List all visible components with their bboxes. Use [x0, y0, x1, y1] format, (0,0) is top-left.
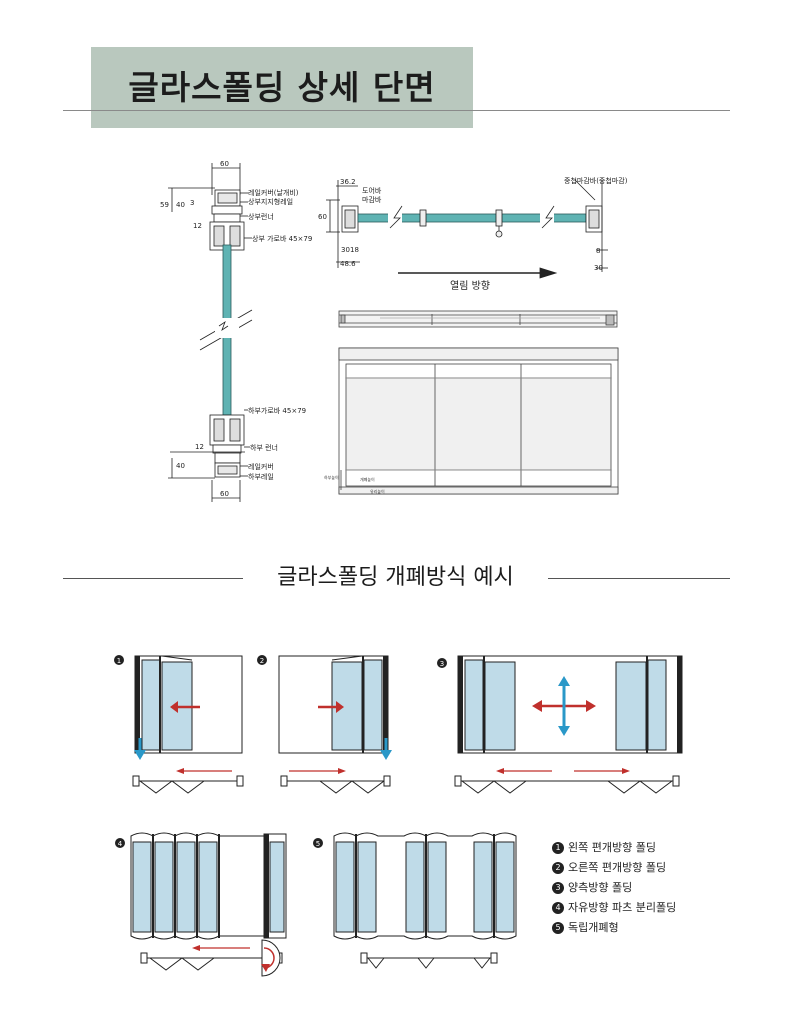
label-lower-rail: 하부레일 [248, 472, 274, 481]
section-heading: 글라스폴딩 개폐방식 예시 [63, 560, 730, 596]
legend-label: 오른쪽 편개방향 폴딩 [568, 861, 667, 874]
label-finish-right: 중첩마감바(중첩마감) [564, 176, 628, 185]
legend-number-badge: 3 [552, 882, 564, 894]
section-title: 글라스폴딩 개폐방식 예시 [277, 565, 514, 590]
dim-right-8: 8 [596, 247, 600, 255]
dim-3: 3 [190, 199, 194, 207]
dim-30: 30 [341, 246, 350, 254]
label-finish-bar: 마감바 [362, 195, 382, 204]
svg-text:4: 4 [118, 840, 123, 848]
dim-59: 59 [160, 201, 169, 209]
dim-36-2: 36.2 [340, 178, 356, 186]
svg-text:3: 3 [440, 660, 444, 668]
label-lower-runner: 하부 런너 [250, 443, 278, 452]
legend-item: 5 독립개폐형 [552, 918, 752, 938]
example-4: 4 [115, 832, 287, 977]
svg-text:5: 5 [316, 840, 320, 848]
dim-12: 12 [193, 222, 202, 230]
page-title: 글라스폴딩 상세 단면 [128, 68, 436, 107]
elevation-label-a: 개폐높이 [360, 476, 375, 482]
legend-label: 양측방향 폴딩 [568, 881, 633, 894]
label-door-bar: 도어바 [362, 186, 382, 195]
label-upper-rail: 상부지지형레일 [248, 197, 293, 206]
legend-label: 자유방향 파츠 분리폴딩 [568, 901, 677, 914]
dim-plan-60: 60 [318, 213, 327, 221]
legend-number-badge: 2 [552, 862, 564, 874]
legend-number-badge: 5 [552, 922, 564, 934]
dim-48-6: 48.6 [340, 260, 356, 268]
label-rail-cover-bottom: 레일커버 [248, 462, 274, 471]
title-divider [63, 110, 730, 111]
section-rule-left [63, 578, 243, 579]
example-5: 5 [313, 832, 517, 969]
label-upper-runner: 상부런너 [248, 212, 274, 221]
dim-bottom-40: 40 [176, 462, 185, 470]
svg-text:2: 2 [260, 657, 264, 665]
legend-label: 왼쪽 편개방향 폴딩 [568, 841, 656, 854]
example-3: 3 [437, 655, 683, 794]
dim-bottom-width: 60 [220, 490, 229, 498]
dim-top-width: 60 [220, 160, 229, 168]
legend-item: 4 자유방향 파츠 분리폴딩 [552, 898, 752, 918]
legend-item: 1 왼쪽 편개방향 폴딩 [552, 838, 752, 858]
elevation-view-text: 하부높이 개폐높이 유리높이 [324, 474, 385, 494]
svg-text:1: 1 [117, 657, 121, 665]
elevation-left-note: 하부높이 [324, 474, 339, 480]
example-2: 2 [257, 655, 392, 794]
plan-view-text: 36.2 도어바 마감바 60 30 18 48.6 중첩마감바(중첩마감) 8… [318, 176, 628, 272]
top-rail-view [338, 310, 618, 328]
label-lower-bar: 하부가로바 45×79 [248, 406, 306, 415]
legend-label: 독립개폐형 [568, 921, 619, 934]
elevation-label-b: 유리높이 [370, 488, 385, 494]
example-1: 1 [114, 655, 244, 794]
title-banner: 글라스폴딩 상세 단면 [91, 47, 473, 128]
label-rail-cover-top: 레일커버(날개비) [248, 188, 299, 197]
section-view [168, 163, 253, 502]
legend-number-badge: 4 [552, 902, 564, 914]
label-upper-bar: 상부 가로바 45×79 [252, 234, 312, 243]
dim-right-30: 30 [594, 264, 603, 272]
legend-item: 3 양측방향 폴딩 [552, 878, 752, 898]
legend-number-badge: 1 [552, 842, 564, 854]
section-rule-right [548, 578, 730, 579]
dim-bottom-12: 12 [195, 443, 204, 451]
legend-item: 2 오른쪽 편개방향 폴딩 [552, 858, 752, 878]
elevation-view [338, 347, 619, 495]
section-view-text: 60 59 40 3 12 레일커버(날개비) 상부지지형레일 상부런너 상부 … [160, 160, 312, 498]
dim-18: 18 [350, 246, 359, 254]
dim-40: 40 [176, 201, 185, 209]
legend: 1 왼쪽 편개방향 폴딩 2 오른쪽 편개방향 폴딩 3 양측방향 폴딩 4 자유방향 … [552, 838, 752, 938]
plan-view [326, 179, 608, 279]
open-direction-label: 열림 방향 [450, 280, 490, 292]
